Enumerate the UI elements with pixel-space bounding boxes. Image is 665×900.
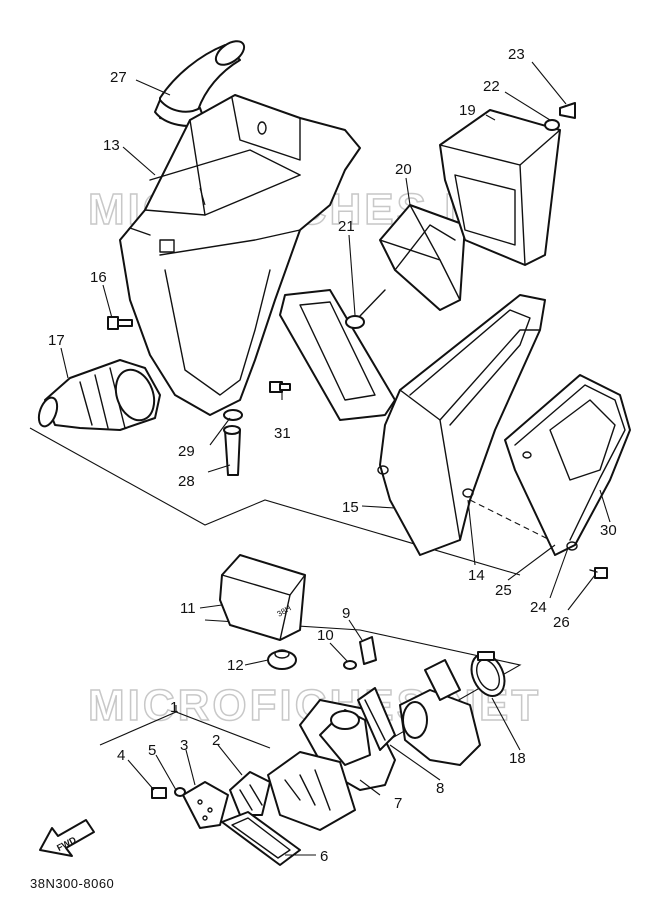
part-19-air-filter [439,109,561,266]
part-3-reed-plate [182,781,229,829]
callout-28: 28 [178,473,195,490]
callout-20: 20 [395,161,412,178]
callout-6: 6 [320,848,328,865]
callout-4: 4 [117,747,125,764]
part-29-clip [223,409,243,421]
callout-18: 18 [509,750,526,767]
part-code: 38N300-8060 [30,876,114,891]
callout-2: 2 [212,732,220,749]
callout-8: 8 [436,780,444,797]
part-8-carb-joint [357,687,396,751]
part-11-intake-cover: 38H [219,554,306,641]
callout-10: 10 [317,627,334,644]
callout-12: 12 [227,657,244,674]
part-6-gasket [221,811,301,866]
callout-19: 19 [459,102,476,119]
part-9-bolt [359,636,377,665]
callout-29: 29 [178,443,195,460]
callout-17: 17 [48,332,65,349]
callout-1: 1 [170,699,178,716]
callout-9: 9 [342,605,350,622]
callout-5: 5 [148,742,156,759]
part-30-side-cover [504,374,631,556]
part-26-screw [589,567,608,579]
part-15-airbox-cover [377,294,546,556]
part-5-washer [174,787,186,797]
callout-15: 15 [342,499,359,516]
callout-22: 22 [483,78,500,95]
part-22-washer [544,119,560,131]
callout-25: 25 [495,582,512,599]
callout-labels: 1 2 3 4 5 6 7 8 9 10 11 12 13 14 15 16 1… [48,46,617,865]
callout-26: 26 [553,614,570,631]
part-2-reed-valve [267,751,356,831]
carburettor [399,659,481,766]
callout-3: 3 [180,737,188,754]
callout-11: 11 [180,600,196,617]
part-31-bolt [269,381,291,393]
callout-14: 14 [468,567,485,584]
part-17-intake-boot [37,359,161,431]
callout-27: 27 [110,69,127,86]
callout-21: 21 [338,218,355,235]
callout-23: 23 [508,46,525,63]
callout-24: 24 [530,599,547,616]
part-28-drain-tube [223,425,241,476]
part-2-reed-petal [229,771,271,816]
part-10-washer [343,660,357,670]
part-4-screw [151,787,167,799]
callout-30: 30 [600,522,617,539]
part-27-intake-duct [154,40,246,127]
callout-7: 7 [394,795,402,812]
part-16-bolt [107,316,133,330]
part-13-airbox-case [119,94,361,416]
fwd-direction-arrow: FWD [39,819,95,857]
callout-16: 16 [90,269,107,286]
callout-31: 31 [274,425,291,442]
part-12-joint [267,649,297,670]
leader-lines [60,61,611,856]
part-18-hose-clamp [470,651,506,697]
part-23-wing-nut [559,102,576,119]
callout-13: 13 [103,137,120,154]
part-21-element-guide [279,289,396,421]
